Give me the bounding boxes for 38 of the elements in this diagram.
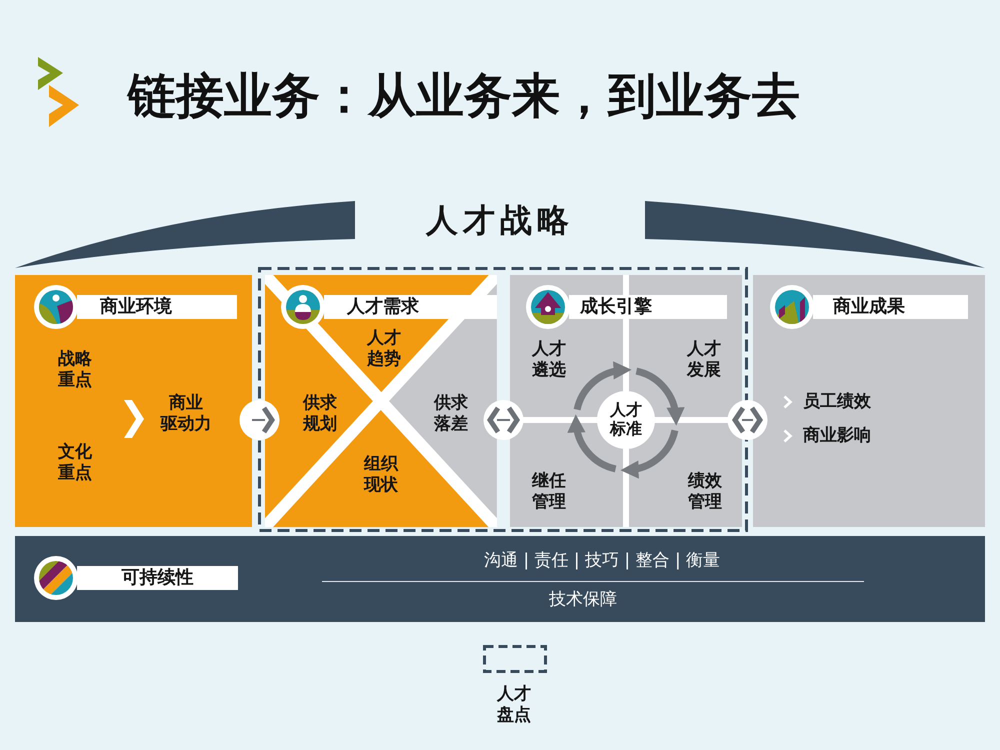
panel — [753, 275, 985, 527]
chevron-connector — [252, 406, 274, 434]
panel-text: 文化重点 — [57, 442, 93, 484]
panel-heading: 商业成果 — [813, 295, 968, 319]
quadrant-label: 人才遴选 — [531, 339, 567, 381]
quadrant-label: 继任管理 — [531, 471, 567, 513]
chevron-connector — [488, 406, 520, 434]
panel-text: 战略重点 — [57, 349, 93, 391]
panel-heading: 人才需求 — [324, 295, 497, 319]
list-item: 商业影响 — [803, 426, 871, 446]
panel-heading: 成长引擎 — [569, 295, 727, 319]
segment-label: 供求规划 — [302, 392, 338, 435]
cycle-arrow — [620, 429, 678, 478]
title: 链接业务：从业务来，到业务去 — [128, 67, 800, 125]
segment-label: 供求落差 — [433, 392, 469, 435]
triangle-segment — [273, 410, 489, 527]
chevron-connector — [732, 406, 762, 434]
legend-label: 人才盘点 — [496, 684, 532, 726]
panel — [265, 275, 497, 527]
quadrant-label: 人才发展 — [686, 339, 722, 381]
band-text: 技术保障 — [549, 590, 617, 610]
cycle-arrow — [568, 414, 617, 472]
cycle-arrow — [635, 368, 684, 426]
panel — [15, 275, 252, 527]
panel-heading: 商业环境 — [77, 295, 237, 319]
band — [15, 536, 985, 622]
section-heading: 人才战略 — [426, 200, 574, 241]
panel-heading: 可持续性 — [77, 566, 238, 590]
panel-text: 商业驱动力 — [160, 393, 212, 435]
quadrant-label: 绩效管理 — [687, 471, 723, 513]
cycle-arrow — [574, 362, 632, 411]
panel — [510, 275, 742, 527]
segment-label: 组织现状 — [363, 454, 399, 496]
band-text: 沟通 | 责任 | 技巧 | 整合 | 衡量 — [484, 550, 720, 572]
dashed-frame — [258, 267, 748, 532]
circle-label: 人才标准 — [609, 400, 643, 438]
list-item: 员工绩效 — [803, 392, 871, 412]
segment-label: 人才趋势 — [366, 328, 402, 370]
